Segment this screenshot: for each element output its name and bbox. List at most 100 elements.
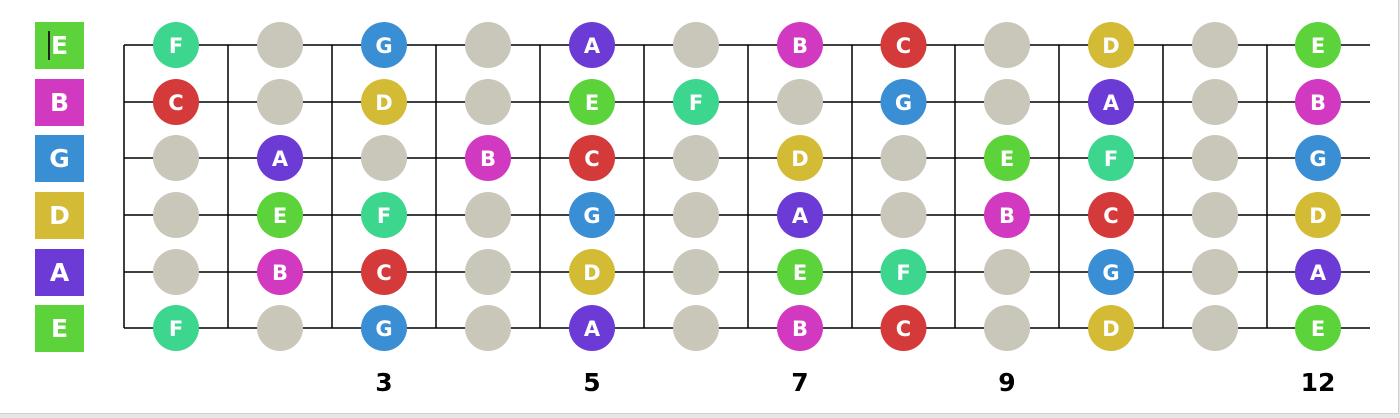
note-s2-f10[interactable]: A <box>1088 79 1134 125</box>
note-s3-f6[interactable] <box>673 135 719 181</box>
note-s2-f7[interactable] <box>777 79 823 125</box>
note-s6-f10[interactable]: D <box>1088 305 1134 351</box>
note-s4-f6[interactable] <box>673 192 719 238</box>
note-circle[interactable] <box>1295 305 1341 351</box>
note-s3-f11[interactable] <box>1192 135 1238 181</box>
note-circle[interactable] <box>1192 305 1238 351</box>
note-s3-f5[interactable]: C <box>569 135 615 181</box>
note-circle[interactable] <box>465 22 511 68</box>
note-circle[interactable] <box>984 249 1030 295</box>
note-circle[interactable] <box>880 135 927 181</box>
note-circle[interactable] <box>777 305 823 351</box>
note-circle[interactable] <box>673 135 719 181</box>
note-circle[interactable] <box>984 79 1030 125</box>
note-s1-f1[interactable]: F <box>153 22 199 68</box>
note-s2-f1[interactable]: C <box>153 79 199 125</box>
note-s4-f10[interactable]: C <box>1088 192 1134 238</box>
note-circle[interactable] <box>153 22 199 68</box>
note-circle[interactable] <box>257 192 303 238</box>
note-circle[interactable] <box>569 249 615 295</box>
note-s1-f6[interactable] <box>673 22 719 68</box>
note-circle[interactable] <box>361 305 407 351</box>
note-s3-f2[interactable]: A <box>257 135 303 181</box>
note-s6-f6[interactable] <box>673 305 719 351</box>
note-circle[interactable] <box>569 79 615 125</box>
note-circle[interactable] <box>1295 22 1341 68</box>
open-string-2-button[interactable]: B <box>35 79 84 126</box>
note-circle[interactable] <box>1088 135 1134 181</box>
note-s1-f4[interactable] <box>465 22 511 68</box>
note-circle[interactable] <box>673 22 719 68</box>
note-circle[interactable] <box>257 22 303 68</box>
note-s5-f2[interactable]: B <box>257 249 303 295</box>
note-s5-f10[interactable]: G <box>1088 249 1134 295</box>
note-circle[interactable] <box>257 135 303 181</box>
note-s6-f7[interactable]: B <box>777 305 823 351</box>
note-circle[interactable] <box>1088 22 1134 68</box>
note-circle[interactable] <box>153 79 199 125</box>
note-s6-f9[interactable] <box>984 305 1030 351</box>
note-circle[interactable] <box>569 192 615 238</box>
note-s5-f3[interactable]: C <box>361 249 407 295</box>
note-circle[interactable] <box>1192 79 1238 125</box>
note-s2-f4[interactable] <box>465 79 511 125</box>
note-s6-f5[interactable]: A <box>569 305 615 351</box>
note-s2-f5[interactable]: E <box>569 79 615 125</box>
note-circle[interactable] <box>361 79 407 125</box>
note-s1-f3[interactable]: G <box>361 22 407 68</box>
note-s6-f8[interactable]: C <box>880 305 927 351</box>
note-s2-f11[interactable] <box>1192 79 1238 125</box>
note-s1-f5[interactable]: A <box>569 22 615 68</box>
note-s6-f2[interactable] <box>257 305 303 351</box>
note-s4-f4[interactable] <box>465 192 511 238</box>
note-circle[interactable] <box>1088 192 1134 238</box>
open-string-4-button[interactable]: D <box>35 192 84 239</box>
note-s5-f6[interactable] <box>673 249 719 295</box>
note-s4-f2[interactable]: E <box>257 192 303 238</box>
note-circle[interactable] <box>880 79 927 125</box>
note-s2-f12[interactable]: B <box>1295 79 1341 125</box>
note-s3-f10[interactable]: F <box>1088 135 1134 181</box>
note-s2-f3[interactable]: D <box>361 79 407 125</box>
note-circle[interactable] <box>1088 305 1134 351</box>
note-circle[interactable] <box>673 305 719 351</box>
note-circle[interactable] <box>569 135 615 181</box>
note-s2-f6[interactable]: F <box>673 79 719 125</box>
note-s2-f8[interactable]: G <box>880 79 927 125</box>
note-circle[interactable] <box>465 305 511 351</box>
note-circle[interactable] <box>1192 135 1238 181</box>
note-circle[interactable] <box>1088 79 1134 125</box>
note-circle[interactable] <box>984 305 1030 351</box>
note-s1-f10[interactable]: D <box>1088 22 1134 68</box>
note-circle[interactable] <box>153 192 199 238</box>
note-s3-f7[interactable]: D <box>777 135 823 181</box>
note-circle[interactable] <box>465 192 511 238</box>
note-s4-f11[interactable] <box>1192 192 1238 238</box>
note-s6-f3[interactable]: G <box>361 305 407 351</box>
note-s5-f1[interactable] <box>153 249 199 295</box>
note-s5-f12[interactable]: A <box>1295 249 1341 295</box>
note-circle[interactable] <box>777 192 823 238</box>
note-circle[interactable] <box>465 249 511 295</box>
note-circle[interactable] <box>465 79 511 125</box>
note-s5-f5[interactable]: D <box>569 249 615 295</box>
note-s4-f12[interactable]: D <box>1295 192 1341 238</box>
note-s4-f8[interactable] <box>880 192 927 238</box>
note-circle[interactable] <box>673 249 719 295</box>
note-circle[interactable] <box>1088 249 1134 295</box>
note-s5-f4[interactable] <box>465 249 511 295</box>
note-s1-f7[interactable]: B <box>777 22 823 68</box>
note-circle[interactable] <box>1192 192 1238 238</box>
note-circle[interactable] <box>465 135 511 181</box>
note-s3-f12[interactable]: G <box>1295 135 1341 181</box>
note-s4-f7[interactable]: A <box>777 192 823 238</box>
note-s1-f2[interactable] <box>257 22 303 68</box>
note-s3-f3[interactable] <box>361 135 407 181</box>
note-circle[interactable] <box>361 135 407 181</box>
note-circle[interactable] <box>257 79 303 125</box>
note-s2-f9[interactable] <box>984 79 1030 125</box>
note-circle[interactable] <box>257 305 303 351</box>
note-s4-f9[interactable]: B <box>984 192 1030 238</box>
open-string-3-button[interactable]: G <box>35 135 84 182</box>
note-circle[interactable] <box>361 192 407 238</box>
